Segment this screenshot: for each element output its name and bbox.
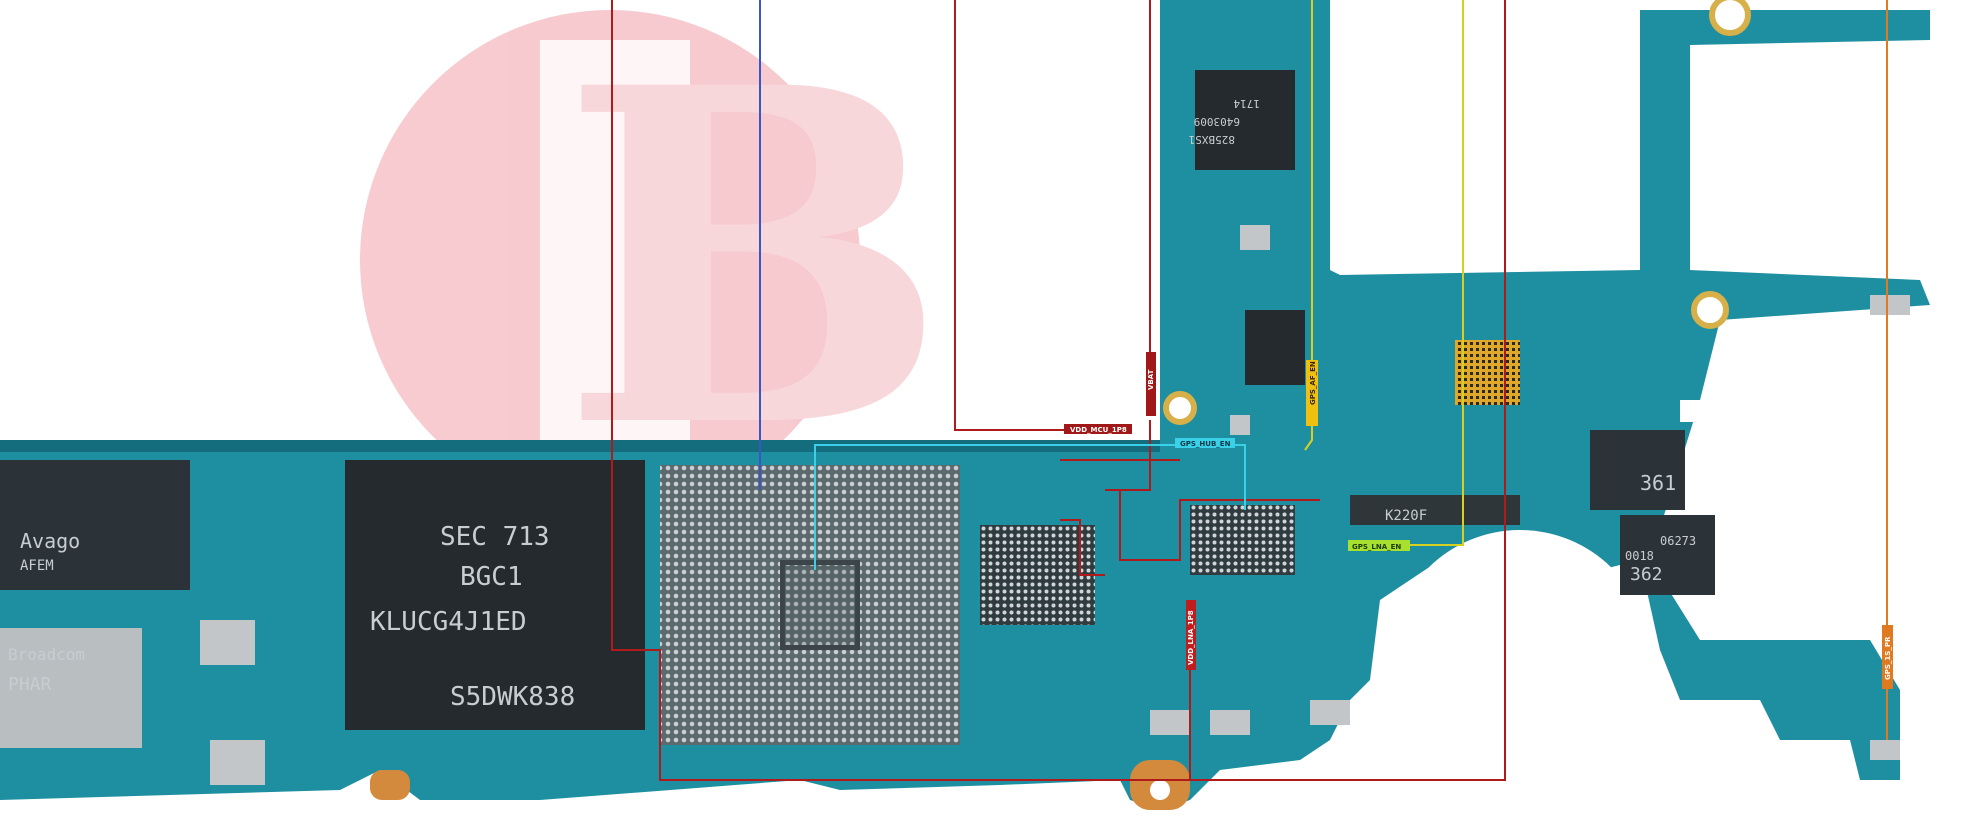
small-components xyxy=(200,225,1910,785)
svg-text:GPS_HUB_EN: GPS_HUB_EN xyxy=(1180,440,1231,448)
label-gps-hub-en: GPS_HUB_EN xyxy=(1175,438,1235,448)
label-vbat: VBAT xyxy=(1146,352,1156,416)
svg-text:GPS_AF_EN: GPS_AF_EN xyxy=(1309,361,1317,405)
chip-361: 361 xyxy=(1590,430,1685,510)
svg-text:361: 361 xyxy=(1640,471,1676,495)
svg-text:825BXS1: 825BXS1 xyxy=(1189,133,1235,146)
label-gps-af-en: GPS_AF_EN xyxy=(1306,360,1318,426)
svg-text:Avago: Avago xyxy=(20,529,80,553)
chip-362: 06273 0018 362 xyxy=(1620,515,1715,595)
svg-text:Broadcom: Broadcom xyxy=(8,645,85,664)
svg-text:KLUCG4J1ED: KLUCG4J1ED xyxy=(370,607,527,637)
pcb-edge xyxy=(0,440,1160,452)
trace-gps-af xyxy=(1304,0,1313,451)
svg-text:VBAT: VBAT xyxy=(1147,369,1155,390)
svg-text:AFEM: AFEM xyxy=(20,558,54,574)
chip-avago: Avago AFEM xyxy=(0,460,190,590)
chip-emmc: SEC 713 BGC1 KLUCG4J1ED S5DWK838 xyxy=(345,460,645,730)
trace-cyan xyxy=(814,444,1246,570)
svg-text:K220F: K220F xyxy=(1385,508,1427,524)
label-vdd-mcu: VDD_MCU_1P8 xyxy=(1064,424,1132,434)
svg-text:VDD_LNA_1P8: VDD_LNA_1P8 xyxy=(1187,610,1195,665)
chip-small xyxy=(1245,310,1305,385)
svg-text:S5DWK838: S5DWK838 xyxy=(450,682,575,712)
mounting-holes xyxy=(1163,0,1751,425)
svg-text:BGC1: BGC1 xyxy=(460,562,523,592)
label-vdd-lna: VDD_LNA_1P8 xyxy=(1186,600,1196,670)
connector-k220f: K220F xyxy=(1350,495,1520,525)
svg-text:VDD_MCU_1P8: VDD_MCU_1P8 xyxy=(1070,426,1127,434)
svg-text:PHAR: PHAR xyxy=(8,674,52,695)
chip-pmic: 1714 6403009 825BXS1 xyxy=(1189,70,1295,170)
svg-text:SEC 713: SEC 713 xyxy=(440,522,550,552)
label-gps-lna-en: GPS_LNA_EN xyxy=(1348,540,1410,551)
trace-red xyxy=(611,0,1506,781)
svg-text:1714: 1714 xyxy=(1233,97,1260,110)
svg-text:0018: 0018 xyxy=(1625,549,1654,563)
svg-text:362: 362 xyxy=(1630,564,1663,585)
svg-text:GPS_LNA_EN: GPS_LNA_EN xyxy=(1352,543,1401,551)
svg-text:GPS_1S_PR: GPS_1S_PR xyxy=(1884,636,1892,680)
svg-text:6403009: 6403009 xyxy=(1194,115,1240,128)
label-gps-1s-pr: GPS_1S_PR xyxy=(1882,625,1893,689)
chip-secondary-bga xyxy=(980,525,1095,625)
chip-cpu-bga xyxy=(660,465,960,745)
chip-gps-bga xyxy=(1190,505,1295,575)
qr-label xyxy=(1455,340,1520,405)
shield-component: Broadcom PHAR xyxy=(0,628,142,748)
svg-text:06273: 06273 xyxy=(1660,534,1696,548)
pcb-board xyxy=(0,0,1930,810)
